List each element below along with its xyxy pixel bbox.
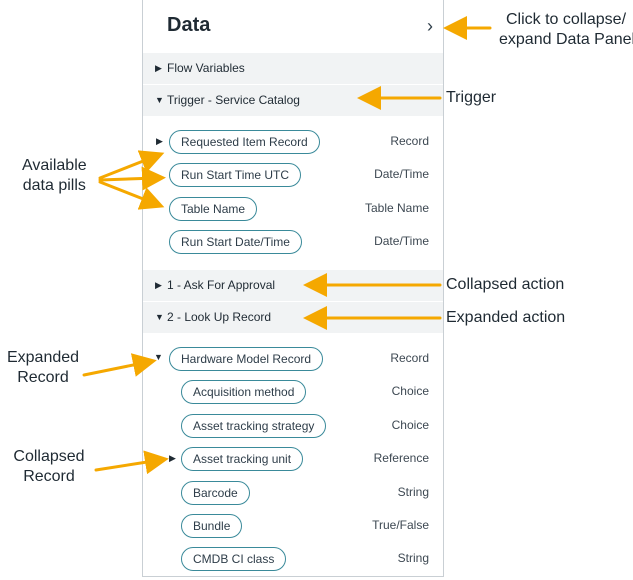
data-pill[interactable]: Requested Item Record [169, 130, 320, 154]
data-type: Date/Time [374, 167, 429, 181]
section-flow-variables[interactable]: ▶ Flow Variables [143, 53, 443, 84]
annotation-expanded-action: Expanded action [446, 309, 566, 326]
data-type: Record [390, 134, 429, 148]
annotation-collapsed-action: Collapsed action [446, 276, 565, 293]
chevron-right-icon[interactable]: › [427, 16, 433, 36]
annotation-collapse: Click to collapse/ expand Data Panel [499, 11, 633, 48]
section-label: 1 - Ask For Approval [167, 278, 276, 292]
data-panel: Data › ▶ Flow Variables ▼ Trigger - Serv… [142, 0, 444, 577]
caret-right-icon: ▶ [155, 280, 162, 290]
section-label: Trigger - Service Catalog [167, 93, 300, 107]
arrow-expanded-record [82, 353, 157, 377]
data-pill[interactable]: Hardware Model Record [169, 347, 324, 371]
section-action-1[interactable]: ▶ 1 - Ask For Approval [143, 270, 443, 301]
annotation-data-pills: Available data pills [22, 157, 87, 194]
caret-right-icon: ▶ [155, 63, 162, 73]
data-type: Table Name [364, 201, 429, 215]
data-pill[interactable]: Bundle [181, 514, 243, 538]
data-type: Date/Time [374, 234, 429, 248]
caret-right-icon[interactable]: ▶ [169, 453, 176, 463]
section-trigger[interactable]: ▼ Trigger - Service Catalog [143, 85, 443, 116]
data-pill[interactable]: Table Name [169, 197, 258, 221]
data-pill[interactable]: Run Start Time UTC [169, 163, 302, 187]
data-pill[interactable]: Asset tracking unit [181, 447, 304, 471]
section-label: Flow Variables [167, 61, 245, 75]
data-type: Choice [391, 418, 429, 432]
annotation-expanded-record: Expanded Record [6, 349, 80, 386]
caret-down-icon[interactable]: ▼ [154, 352, 163, 362]
data-pill[interactable]: Asset tracking strategy [181, 414, 327, 438]
data-type: Record [390, 351, 429, 365]
data-type: String [397, 551, 429, 565]
panel-title: Data [167, 14, 211, 36]
data-type: True/False [372, 518, 429, 532]
data-pill[interactable]: Acquisition method [181, 380, 307, 404]
data-type: Choice [391, 384, 429, 398]
data-pill[interactable]: CMDB CI class [181, 547, 287, 571]
annotation-trigger: Trigger [446, 89, 497, 106]
data-pill[interactable]: Run Start Date/Time [169, 230, 302, 254]
caret-down-icon: ▼ [155, 95, 164, 105]
data-type: Reference [373, 451, 429, 465]
annotation-collapsed-record: Collapsed Record [13, 448, 85, 485]
section-label: 2 - Look Up Record [167, 310, 272, 324]
caret-right-icon[interactable]: ▶ [156, 136, 163, 146]
caret-down-icon: ▼ [155, 312, 164, 322]
section-action-2[interactable]: ▼ 2 - Look Up Record [143, 302, 443, 333]
data-pill[interactable]: Barcode [181, 481, 250, 505]
data-type: String [397, 485, 429, 499]
